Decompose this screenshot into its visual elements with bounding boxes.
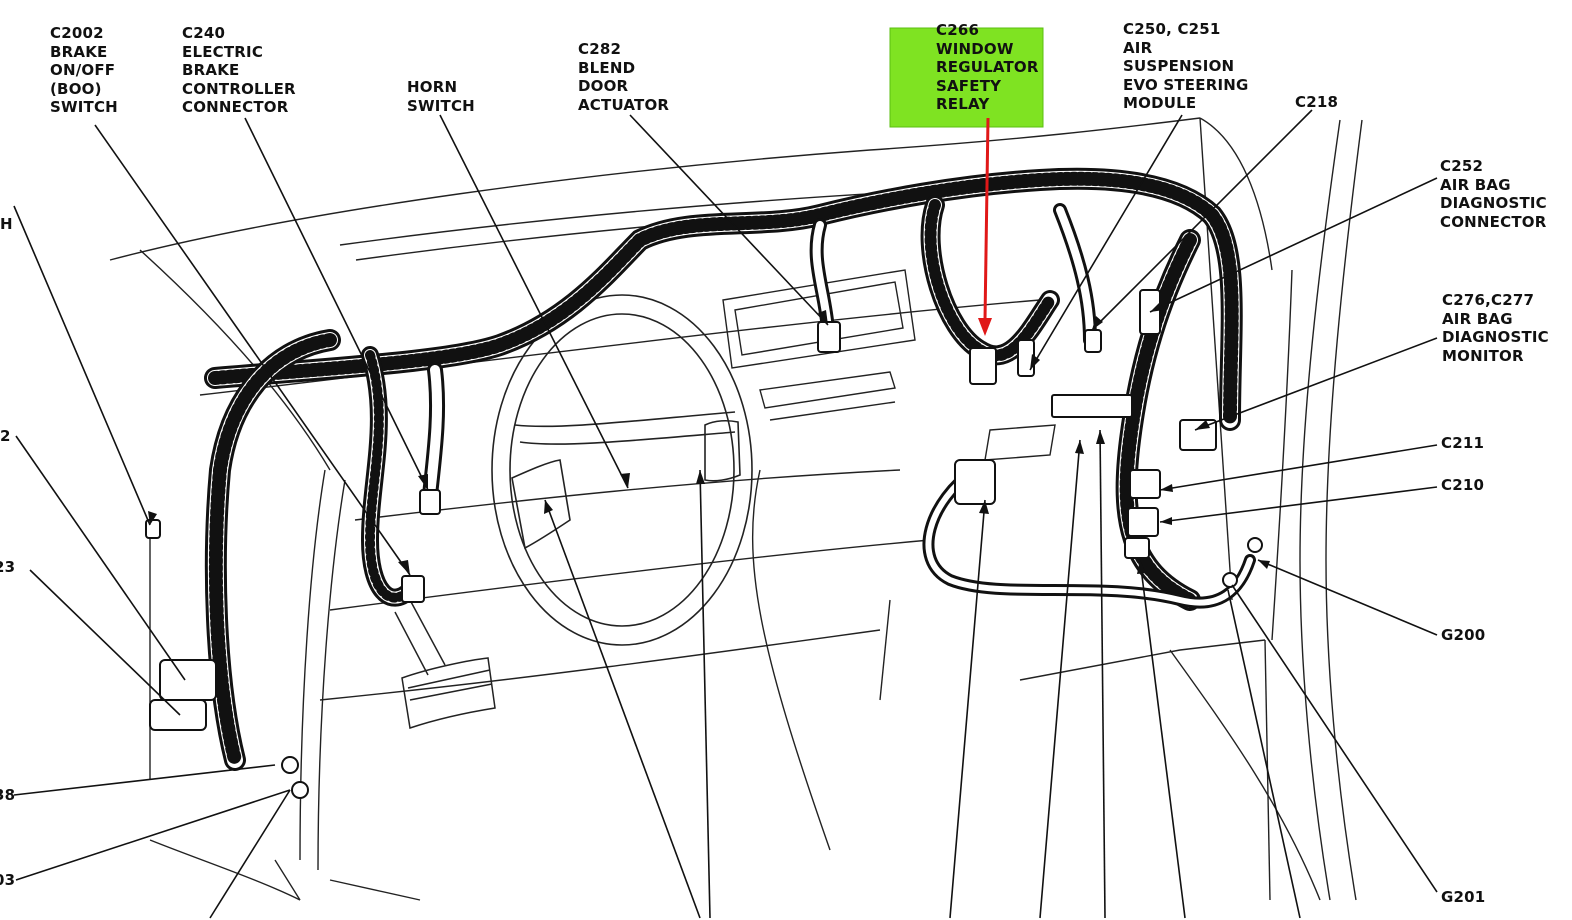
label-c276-c277-air-bag-diagnostic-monitor: C276,C277 AIR BAG DIAGNOSTIC MONITOR [1442,291,1549,365]
instrument-panel-vents [722,269,1056,461]
leader-lines [13,109,1438,919]
label-c266-window-regulator-safety-relay: C266 WINDOW REGULATOR SAFETY RELAY [936,21,1039,113]
label-c2002-brake-on-off-switch: C2002 BRAKE ON/OFF (BOO) SWITCH [50,24,118,116]
label-edge-38: 38 [0,786,16,804]
connectors [145,289,1263,799]
label-c250-c251-air-suspension-evo-steering-module: C250, C251 AIR SUSPENSION EVO STEERING M… [1123,20,1249,112]
label-g201: G201 [1441,888,1486,906]
red-arrow [978,117,992,336]
label-c218: C218 [1295,93,1339,111]
label-edge-h: H [0,215,13,233]
label-edge-03: 03 [0,871,16,889]
label-c211: C211 [1441,434,1485,452]
label-c240-electric-brake-controller-connector: C240 ELECTRIC BRAKE CONTROLLER CONNECTOR [182,24,296,116]
steering-wheel [491,294,753,646]
label-g200: G200 [1441,626,1486,644]
label-edge-23: 23 [0,558,16,576]
label-c282-blend-door-actuator: C282 BLEND DOOR ACTUATOR [578,40,670,114]
label-c252-air-bag-diagnostic-connector: C252 AIR BAG DIAGNOSTIC CONNECTOR [1440,157,1547,231]
highlight-box [889,27,1044,128]
label-edge-2: 2 [0,427,11,445]
brake-pedal [394,599,496,729]
wiring-harness [204,167,1256,771]
label-horn-switch: HORN SWITCH [407,78,475,115]
label-c210: C210 [1441,476,1485,494]
leader-arrowheads [148,302,1270,575]
